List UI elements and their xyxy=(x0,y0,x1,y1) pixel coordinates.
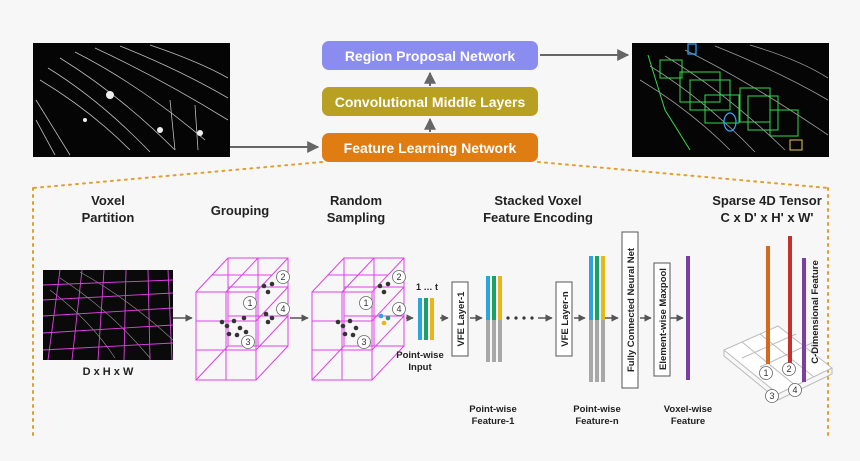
sparse-num-2: 2 xyxy=(786,364,791,374)
sparse-num-1: 1 xyxy=(763,368,768,378)
sparse-circle-labels: 1 2 3 4 xyxy=(759,362,802,403)
voxelwise-label-1: Voxel-wise xyxy=(664,404,712,415)
pw-featuren-label-2: Feature-n xyxy=(575,416,618,427)
pw-feature1-label-1: Point-wise xyxy=(469,404,517,415)
svfe-title-1: Stacked Voxel xyxy=(494,193,581,208)
one-to-t-label: 1 … t xyxy=(416,282,438,292)
sampling-num-1: 1 xyxy=(363,298,368,308)
sampling-num-4: 4 xyxy=(396,304,401,314)
sampling-points xyxy=(335,281,391,338)
sampling-num-3: 3 xyxy=(361,337,366,347)
pw-feature1-label-2: Feature-1 xyxy=(472,416,515,427)
sampling-voxel-grid xyxy=(311,257,405,381)
pw-featuren-label-1: Point-wise xyxy=(573,404,621,415)
voxel-partition-title-2: Partition xyxy=(82,210,135,225)
cml-label: Convolutional Middle Layers xyxy=(335,94,526,110)
vfe1-label: VFE Layer-1 xyxy=(456,291,467,347)
sampling-circle-labels: 1 2 3 4 xyxy=(357,270,406,349)
stage-titles: Voxel Partition Grouping Random Sampling… xyxy=(82,193,822,225)
voxel-partition-title-1: Voxel xyxy=(91,193,125,208)
random-sampling-title-1: Random xyxy=(330,193,382,208)
fln-box: Feature Learning Network xyxy=(322,133,538,162)
expansion-bracket xyxy=(32,161,829,441)
top-arrows xyxy=(230,49,630,153)
pointwise-input-label-1: Point-wise xyxy=(396,350,444,361)
dots-ellipsis xyxy=(506,316,534,320)
random-sampling-title-2: Sampling xyxy=(327,210,386,225)
grouping-num-4: 4 xyxy=(280,304,285,314)
sparse-tensor-bars xyxy=(766,236,806,382)
pointwise-feature-1-bars xyxy=(486,276,502,362)
pointwise-input: 1 … t Point-wise Input xyxy=(396,282,444,373)
fcnn-label: Fully Connected Neural Net xyxy=(626,247,637,372)
input-point-cloud-image xyxy=(33,43,230,157)
c-dim-label: C-Dimensional Feature xyxy=(810,260,821,363)
vfen-label: VFE Layer-n xyxy=(560,291,571,347)
grouping-num-1: 1 xyxy=(247,298,252,308)
vfe-layer-1-box: VFE Layer-1 xyxy=(451,281,469,357)
voxelwise-label-2: Feature xyxy=(671,416,705,427)
grouping-points xyxy=(219,281,275,338)
vfe-layer-n-box: VFE Layer-n xyxy=(555,281,573,357)
grouping-voxel-grid xyxy=(195,257,289,381)
output-detection-image xyxy=(632,43,829,157)
maxpool-label: Element-wise Maxpool xyxy=(658,268,669,370)
sparse-tensor-title-1: Sparse 4D Tensor xyxy=(712,193,822,208)
pointwise-input-label-2: Input xyxy=(408,362,432,373)
grouping-num-2: 2 xyxy=(280,272,285,282)
fln-label: Feature Learning Network xyxy=(344,140,517,156)
rpn-label: Region Proposal Network xyxy=(345,48,516,64)
voxelwise-feature-bar xyxy=(686,256,690,380)
sparse-num-3: 3 xyxy=(769,391,774,401)
rpn-box: Region Proposal Network xyxy=(322,41,538,70)
voxel-partition-image: D x H x W xyxy=(42,269,174,378)
sparse-tensor-title-2: C x D' x H' x W' xyxy=(720,210,813,225)
sparse-num-4: 4 xyxy=(792,385,797,395)
dhw-label: D x H x W xyxy=(83,366,134,378)
svfe-title-2: Feature Encoding xyxy=(483,210,593,225)
fcnn-box: Fully Connected Neural Net xyxy=(621,231,639,389)
grouping-num-3: 3 xyxy=(245,337,250,347)
grouping-title: Grouping xyxy=(211,203,270,218)
cml-box: Convolutional Middle Layers xyxy=(322,87,538,116)
maxpool-box: Element-wise Maxpool xyxy=(653,262,671,377)
pointwise-feature-n-bars xyxy=(589,256,605,382)
grouping-circle-labels: 1 2 3 4 xyxy=(241,270,290,349)
sampling-num-2: 2 xyxy=(396,272,401,282)
